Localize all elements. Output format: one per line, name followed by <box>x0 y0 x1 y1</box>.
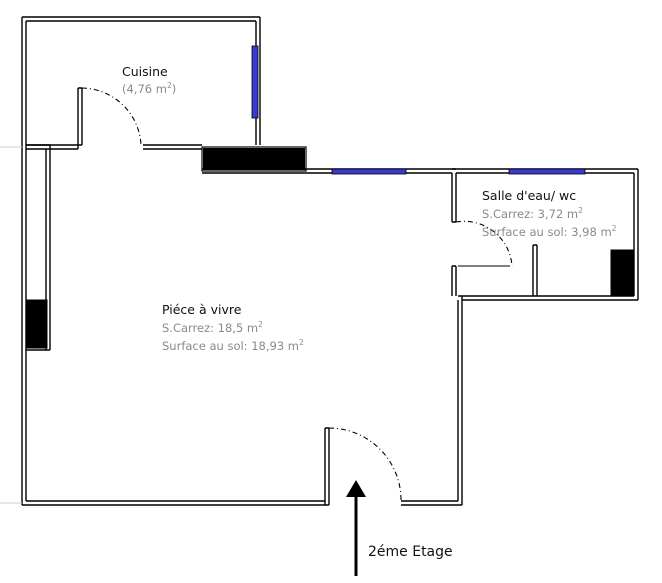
window-top-middle <box>331 168 407 175</box>
room-label-cuisine: Cuisine (4,76 m2) <box>122 64 176 96</box>
door-swings <box>81 87 513 501</box>
wall-kitchen-bottom-right <box>143 144 202 150</box>
radiator-kitchen-frame <box>201 146 307 172</box>
radiator-bath <box>610 249 634 297</box>
wall-bath-bottom <box>458 295 638 301</box>
room-carrez-piece-vivre: S.Carrez: 18,5 m2 <box>162 320 263 335</box>
windows <box>251 45 586 175</box>
wall-main-bottom-right <box>401 500 462 506</box>
window-kitchen-right <box>251 45 259 119</box>
room-label-piece-vivre: Piéce à vivre S.Carrez: 18,5 m2 Surface … <box>162 302 304 353</box>
room-carrez-salle-eau: S.Carrez: 3,72 m2 <box>482 206 583 221</box>
wall-main-left <box>21 145 27 505</box>
wall-bath-partition <box>532 244 538 296</box>
room-sol-piece-vivre: Surface au sol: 18,93 m2 <box>162 338 304 353</box>
wall-kitchen-door-jamb <box>77 87 83 149</box>
wall-bath-left <box>451 173 457 296</box>
entrance-arrow-icon <box>346 480 366 576</box>
wall-main-right <box>457 296 463 505</box>
room-label-salle-eau: Salle d'eau/ wc S.Carrez: 3,72 m2 Surfac… <box>482 188 617 239</box>
room-name-piece-vivre: Piéce à vivre <box>162 302 242 317</box>
door-swing-bath <box>455 220 513 267</box>
floor-label: 2éme Etage <box>368 544 453 560</box>
wall-door-jamb <box>324 427 330 505</box>
wall-left-column <box>26 144 51 351</box>
room-name-cuisine: Cuisine <box>122 64 168 79</box>
wall-bath-right <box>633 169 639 300</box>
radiator-kitchen <box>203 148 305 170</box>
wall-kitchen-left <box>21 17 27 145</box>
room-name-salle-eau: Salle d'eau/ wc <box>482 188 576 203</box>
fixtures <box>26 146 634 349</box>
room-area-cuisine: (4,76 m2) <box>122 81 176 96</box>
radiator-left <box>26 299 48 349</box>
window-bath-top <box>508 168 586 175</box>
door-swing-kitchen <box>81 87 142 146</box>
walls <box>21 16 639 506</box>
room-sol-salle-eau: Surface au sol: 3,98 m2 <box>482 224 617 239</box>
wall-kitchen-top <box>22 16 260 22</box>
door-swing-main <box>328 427 402 501</box>
wall-bath-left-cap <box>452 221 456 267</box>
wall-main-bottom-left <box>22 500 329 506</box>
